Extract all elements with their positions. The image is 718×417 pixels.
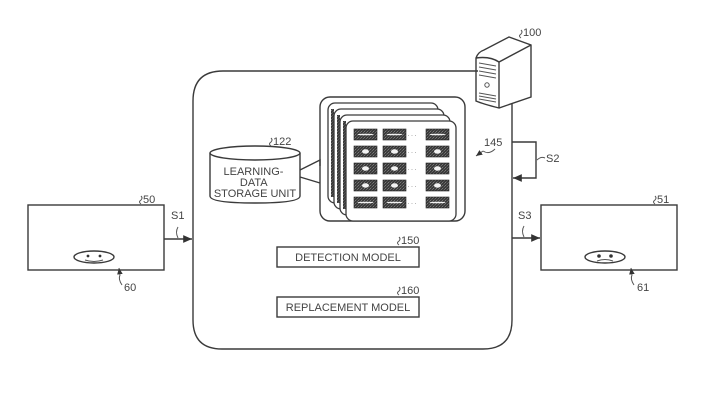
tile-object-mark: [434, 183, 441, 188]
output-image-ref: 51: [657, 194, 669, 206]
replacement-model-box: [276, 296, 420, 318]
sheet-edge-strip: [331, 109, 334, 197]
tile-object-mark: [434, 149, 441, 154]
sheet-edge-strip: [343, 121, 346, 209]
tile-object-mark: [391, 183, 398, 188]
smiling-face-icon: [73, 250, 115, 264]
frowning-face-icon: [584, 250, 626, 264]
learning-data-stack: · · · · · · · · · · · · · · ·: [327, 102, 457, 222]
tile-object-mark: [362, 183, 369, 188]
tile-ellipsis: · · ·: [407, 167, 416, 173]
tile-object-mark: [362, 149, 369, 154]
tile-object-mark: [434, 166, 441, 171]
output-image-frame: [540, 204, 678, 271]
tile-object-mark: [429, 133, 446, 136]
output-object-ref: 61: [637, 282, 649, 294]
signal-s3-label: S3: [518, 210, 531, 222]
input-object-ref: 60: [124, 282, 136, 294]
tile-object-mark: [362, 166, 369, 171]
learning-data-ref: 145: [484, 137, 502, 149]
system-box: [192, 70, 513, 350]
server-ref: 100: [523, 27, 541, 39]
signal-s2-label: S2: [546, 153, 559, 165]
tile-object-mark: [386, 201, 403, 204]
sheet-edge-strip: [337, 115, 340, 203]
tile-object-mark: [391, 149, 398, 154]
tile-ellipsis: · · ·: [407, 184, 416, 190]
signal-s2-loop: [512, 141, 537, 182]
tile-ellipsis: · · ·: [407, 133, 416, 139]
tile-ellipsis: · · ·: [407, 150, 416, 156]
tile-object-mark: [386, 133, 403, 136]
server-icon: [475, 36, 532, 109]
input-image-frame: [27, 204, 165, 271]
detection-model-box: [276, 246, 420, 268]
tile-object-mark: [429, 201, 446, 204]
tile-ellipsis: · · ·: [407, 201, 416, 207]
signal-s1-label: S1: [171, 210, 184, 222]
storage-ref: 122: [273, 136, 291, 148]
tile-object-mark: [391, 166, 398, 171]
tile-object-mark: [357, 201, 374, 204]
storage-label: LEARNING- DATA STORAGE UNIT: [214, 166, 297, 200]
detection-model-ref: 150: [401, 235, 419, 247]
tile-object-mark: [357, 133, 374, 136]
replacement-model-ref: 160: [401, 285, 419, 297]
detection-model-label: DETECTION MODEL: [295, 252, 401, 264]
input-image-ref: 50: [143, 194, 155, 206]
replacement-model-label: REPLACEMENT MODEL: [286, 302, 411, 314]
